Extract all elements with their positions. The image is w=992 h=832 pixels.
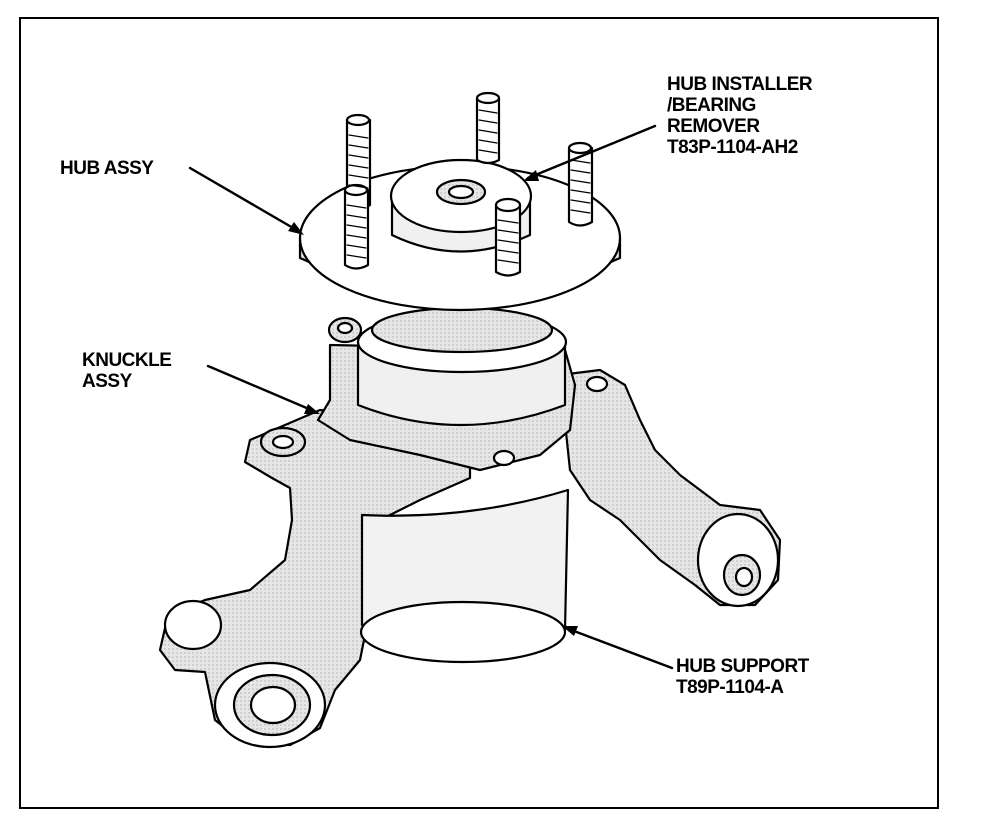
knuckle-bolt-hole [492,449,516,467]
label-hub-support: HUB SUPPORT T89P-1104-A [676,656,809,698]
figure-frame [19,17,939,809]
leader-arrowheads [288,170,578,636]
label-hub-installer: HUB INSTALLER /BEARING REMOVER T83P-1104… [667,74,813,158]
hub-support-bottom [359,600,567,664]
label-hub-assy: HUB ASSY [60,158,154,179]
stud-threads [346,109,591,264]
leader-lines [188,124,674,670]
label-knuckle-assy: KNUCKLE ASSY [82,350,172,392]
left-bushing-inner [249,685,297,725]
